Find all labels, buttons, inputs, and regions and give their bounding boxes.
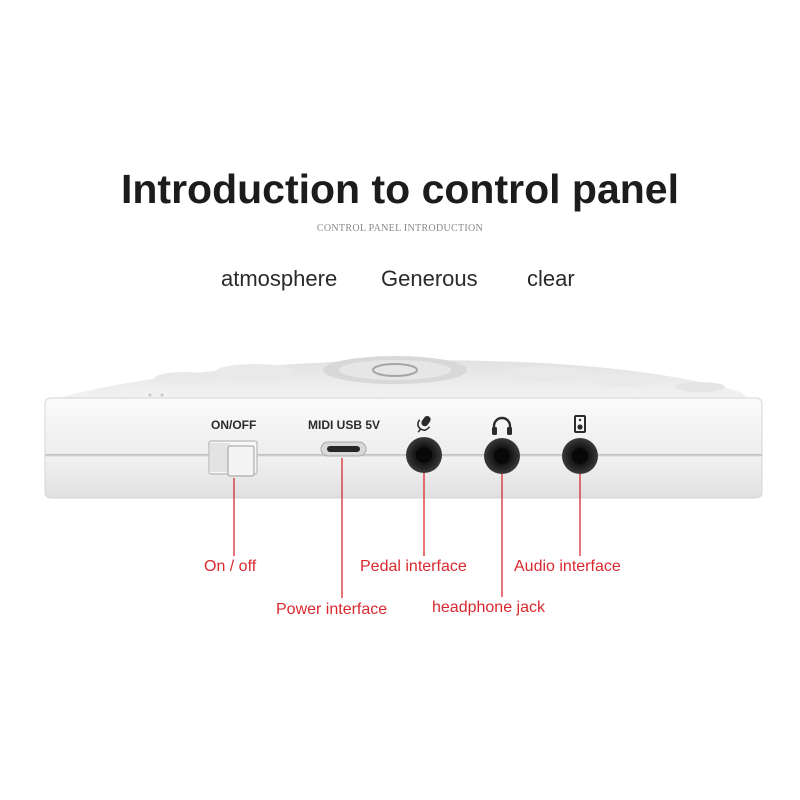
callout-lines	[233, 458, 581, 598]
tag-clear: clear	[527, 266, 575, 291]
pedal-jack	[406, 437, 442, 473]
device-bottom-shell	[44, 455, 763, 499]
page-subtitle: CONTROL PANEL INTRODUCTION	[316, 223, 484, 234]
on-off-label: ON/OFF	[211, 418, 257, 432]
callout-on-off: On / off	[204, 558, 257, 575]
callout-pedal-interface: Pedal interface	[360, 558, 467, 575]
usb-port	[320, 441, 367, 457]
usb-label: MIDI USB 5V	[308, 418, 381, 432]
tag-generous: Generous	[381, 266, 478, 291]
speaker-icon	[574, 415, 586, 433]
device-top-surface	[50, 356, 752, 400]
page-title: Introduction to control panel	[120, 166, 679, 212]
callout-headphone-jack: headphone jack	[432, 599, 545, 616]
headphone-jack	[484, 438, 520, 474]
callout-power-interface: Power interface	[276, 601, 388, 618]
microphone-icon	[417, 415, 431, 433]
callout-audio-interface: Audio interface	[514, 558, 621, 575]
tag-atmosphere: atmosphere	[221, 266, 338, 291]
device-front-panel	[44, 397, 763, 456]
headphone-icon	[492, 416, 512, 435]
audio-jack	[562, 438, 598, 474]
power-switch	[208, 440, 258, 477]
